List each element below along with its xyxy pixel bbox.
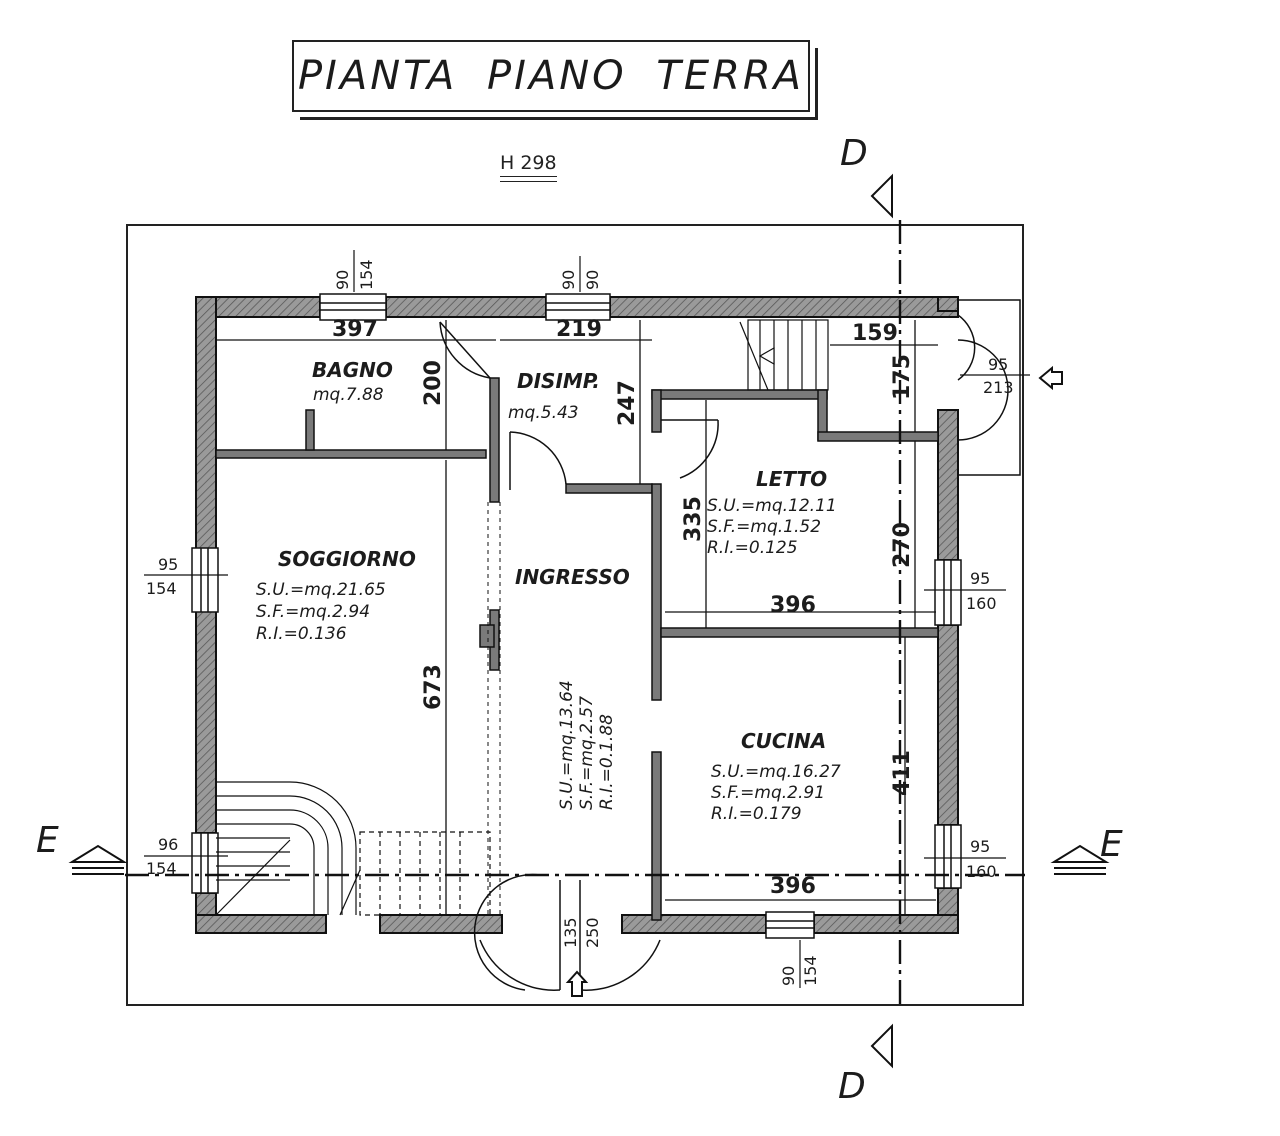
room-sf-ingresso: S.F.=mq.2.57 (577, 696, 597, 810)
opening-right-1-w: 95 (970, 569, 990, 588)
stairs-lower (215, 781, 491, 916)
opening-side-door-w: 95 (988, 355, 1008, 374)
dim-cucina-width: 396 (770, 874, 816, 899)
dim-stair-width: 159 (852, 321, 898, 346)
room-name-disimp: DISIMP. (517, 369, 600, 393)
opening-left-2-w: 96 (158, 835, 178, 854)
room-su-letto: S.U.=mq.12.11 (707, 496, 837, 516)
section-label-d-top: D (840, 133, 868, 174)
title-box: PIANTA PIANO TERRA (292, 40, 810, 112)
section-lines (125, 220, 1025, 1005)
room-area-bagno: mq.7.88 (313, 385, 384, 405)
section-markers (68, 173, 1110, 1069)
opening-entrance-w: 135 (561, 917, 580, 948)
room-su-ingresso: S.U.=mq.13.64 (557, 680, 577, 810)
height-label: H 298 (500, 152, 557, 182)
room-sf-cucina: S.F.=mq.2.91 (711, 783, 825, 803)
opening-left-1-w: 95 (158, 555, 178, 574)
room-ri-letto: R.I.=0.125 (707, 538, 798, 558)
dim-letto-height: 270 (890, 522, 915, 568)
dim-disimp-width: 219 (556, 317, 602, 342)
opening-top-1-w: 90 (333, 270, 352, 290)
stairs-upper (739, 319, 829, 391)
room-name-letto: LETTO (756, 467, 827, 491)
drawing-title: PIANTA PIANO TERRA (297, 53, 805, 99)
room-su-cucina: S.U.=mq.16.27 (711, 762, 841, 782)
opening-right-1-h: 160 (966, 594, 997, 613)
dashed-partition (487, 502, 501, 915)
door-swings (439, 299, 1021, 991)
room-ri-soggiorno: R.I.=0.136 (256, 624, 347, 644)
dim-letto-width: 396 (770, 593, 816, 618)
opening-top-2-w: 90 (559, 270, 578, 290)
section-label-e-left: E (36, 820, 59, 861)
opening-left-2-h: 154 (146, 859, 177, 878)
section-marker-ticks (72, 867, 1106, 875)
opening-top-1-h: 154 (357, 259, 376, 290)
opening-right-2-h: 160 (966, 862, 997, 881)
dim-bagno-height: 200 (421, 360, 446, 406)
dim-disimp-height: 247 (615, 380, 640, 426)
room-name-bagno: BAGNO (312, 358, 393, 382)
opening-entrance-h: 250 (583, 917, 602, 948)
room-name-soggiorno: SOGGIORNO (278, 547, 416, 571)
dim-cucina-height: 411 (890, 750, 915, 796)
opening-bottom-h: 154 (801, 955, 820, 986)
opening-right-2-w: 95 (970, 837, 990, 856)
interior-walls (215, 377, 939, 921)
room-sf-letto: S.F.=mq.1.52 (707, 517, 821, 537)
dim-letto-depth: 335 (681, 496, 706, 542)
room-name-ingresso: INGRESSO (515, 565, 630, 589)
opening-left-1-h: 154 (146, 579, 177, 598)
room-ri-cucina: R.I.=0.179 (711, 804, 802, 824)
dim-bagno-width: 397 (332, 317, 378, 342)
room-area-disimp: mq.5.43 (508, 403, 579, 423)
room-su-soggiorno: S.U.=mq.21.65 (256, 580, 386, 600)
section-label-d-bottom: D (838, 1066, 866, 1107)
room-ri-ingresso: R.I.=0.1.88 (597, 714, 617, 810)
windows (191, 293, 962, 939)
opening-side-door-h: 213 (983, 378, 1014, 397)
room-name-cucina: CUCINA (741, 729, 826, 753)
room-sf-soggiorno: S.F.=mq.2.94 (256, 602, 370, 622)
dim-soggiorno-depth: 673 (421, 664, 446, 710)
dimension-lines (216, 320, 938, 915)
dim-stair-height: 175 (890, 354, 915, 400)
opening-top-2-h: 90 (583, 270, 602, 290)
opening-bottom-w: 90 (779, 966, 798, 986)
lot-boundary (126, 224, 1024, 1006)
section-label-e-right: E (1100, 824, 1123, 865)
